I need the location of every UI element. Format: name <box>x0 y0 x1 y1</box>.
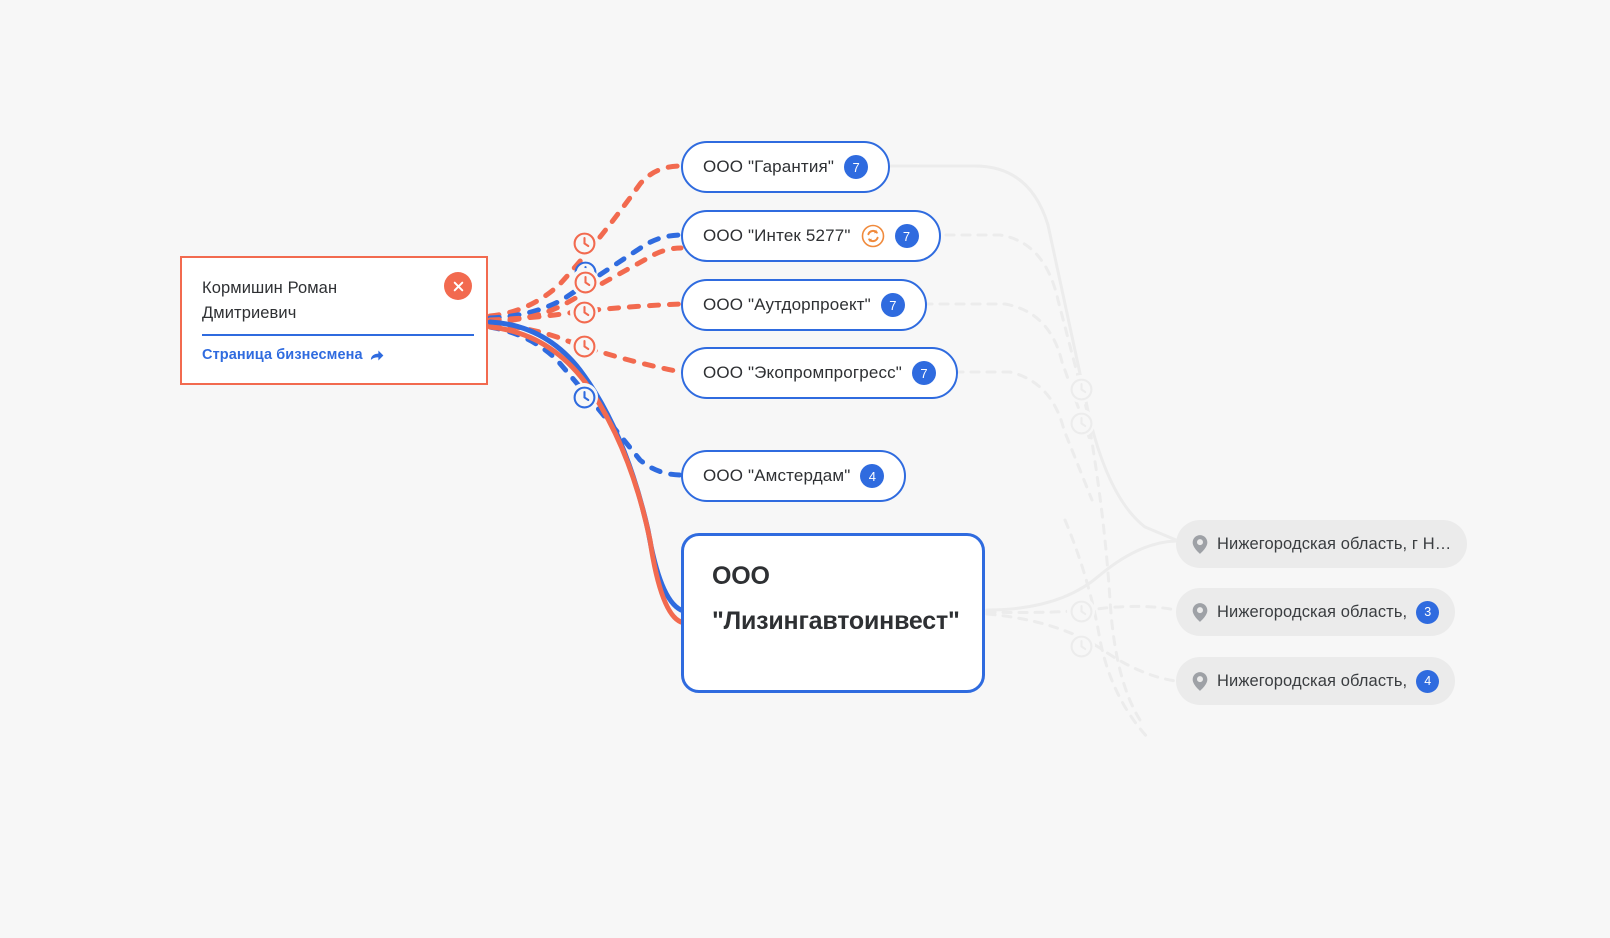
clock-glyph <box>573 335 595 357</box>
company-label: ООО "Гарантия" <box>703 157 835 176</box>
clock-icon-faded-3 <box>1067 597 1095 625</box>
company-node-ekopromprogress[interactable]: ООО "Экопромпрогресс" 7 <box>681 347 958 399</box>
map-pin-icon <box>1192 602 1208 622</box>
address-chip-2[interactable]: Нижегородская область, 3 <box>1176 588 1456 636</box>
company-badge: 7 <box>894 224 919 248</box>
clock-icon-5[interactable] <box>570 332 598 360</box>
edge-person-main-orange <box>487 324 684 625</box>
company-node-intek-5277[interactable]: ООО "Интек 5277" 7 <box>681 210 941 262</box>
person-card[interactable]: Кормишин Роман Дмитриевич Страница бизне… <box>180 256 488 385</box>
businessman-page-link-label: Страница бизнесмена <box>202 347 363 363</box>
company-node-autdorproekt[interactable]: ООО "Аутдорпроект" 7 <box>681 279 927 331</box>
company-label: ООО "Амстердам" <box>703 466 851 485</box>
map-pin-icon <box>1192 534 1208 554</box>
clock-icon-faded-4 <box>1067 632 1095 660</box>
address-badge: 4 <box>1416 669 1440 693</box>
businessman-page-link[interactable]: Страница бизнесмена <box>202 347 384 363</box>
company-badge: 7 <box>880 293 905 317</box>
clock-glyph <box>573 301 595 323</box>
clock-icon-faded-1 <box>1067 375 1095 403</box>
clock-icon-faded-2 <box>1067 409 1095 437</box>
main-company-node[interactable]: ООО "Лизингавтоинвест" <box>681 533 985 693</box>
clock-glyph <box>573 232 595 254</box>
company-badge: 4 <box>860 464 885 488</box>
sync-icon[interactable] <box>861 224 885 248</box>
clock-glyph <box>573 386 595 408</box>
clock-icon-6[interactable] <box>570 383 598 411</box>
clock-glyph <box>1070 635 1092 657</box>
person-name: Кормишин Роман Дмитриевич <box>202 279 338 322</box>
faded-edge-group-main <box>985 428 1178 742</box>
company-badge: 7 <box>844 155 869 179</box>
address-label: Нижегородская область, г Н… <box>1217 534 1452 553</box>
company-node-garantiya[interactable]: ООО "Гарантия" 7 <box>681 141 891 193</box>
address-badge: 3 <box>1416 600 1440 624</box>
close-glyph <box>453 281 463 291</box>
share-arrow-icon <box>370 350 384 360</box>
address-chip-3[interactable]: Нижегородская область, 4 <box>1176 657 1456 705</box>
clock-icon-4[interactable] <box>570 298 598 326</box>
close-icon[interactable] <box>444 272 472 300</box>
main-company-label: ООО "Лизингавтоинвест" <box>712 562 960 635</box>
clock-icon-1[interactable] <box>570 229 598 257</box>
clock-glyph <box>1070 378 1092 400</box>
company-node-amsterdam[interactable]: ООО "Амстердам" 4 <box>681 450 907 502</box>
clock-glyph <box>1070 412 1092 434</box>
address-chip-1[interactable]: Нижегородская область, г Н… <box>1176 520 1468 568</box>
clock-icon-3[interactable] <box>571 268 599 296</box>
address-label: Нижегородская область, <box>1217 602 1408 621</box>
company-badge: 7 <box>911 361 936 385</box>
company-label: ООО "Экопромпрогресс" <box>703 363 902 382</box>
edge-person-main-blue <box>487 319 684 613</box>
company-label: ООО "Аутдорпроект" <box>703 295 871 314</box>
clock-glyph <box>1070 600 1092 622</box>
company-label: ООО "Интек 5277" <box>703 226 851 245</box>
address-label: Нижегородская область, <box>1217 671 1408 690</box>
map-pin-icon <box>1192 671 1208 691</box>
clock-glyph <box>574 271 596 293</box>
card-divider <box>202 334 474 336</box>
